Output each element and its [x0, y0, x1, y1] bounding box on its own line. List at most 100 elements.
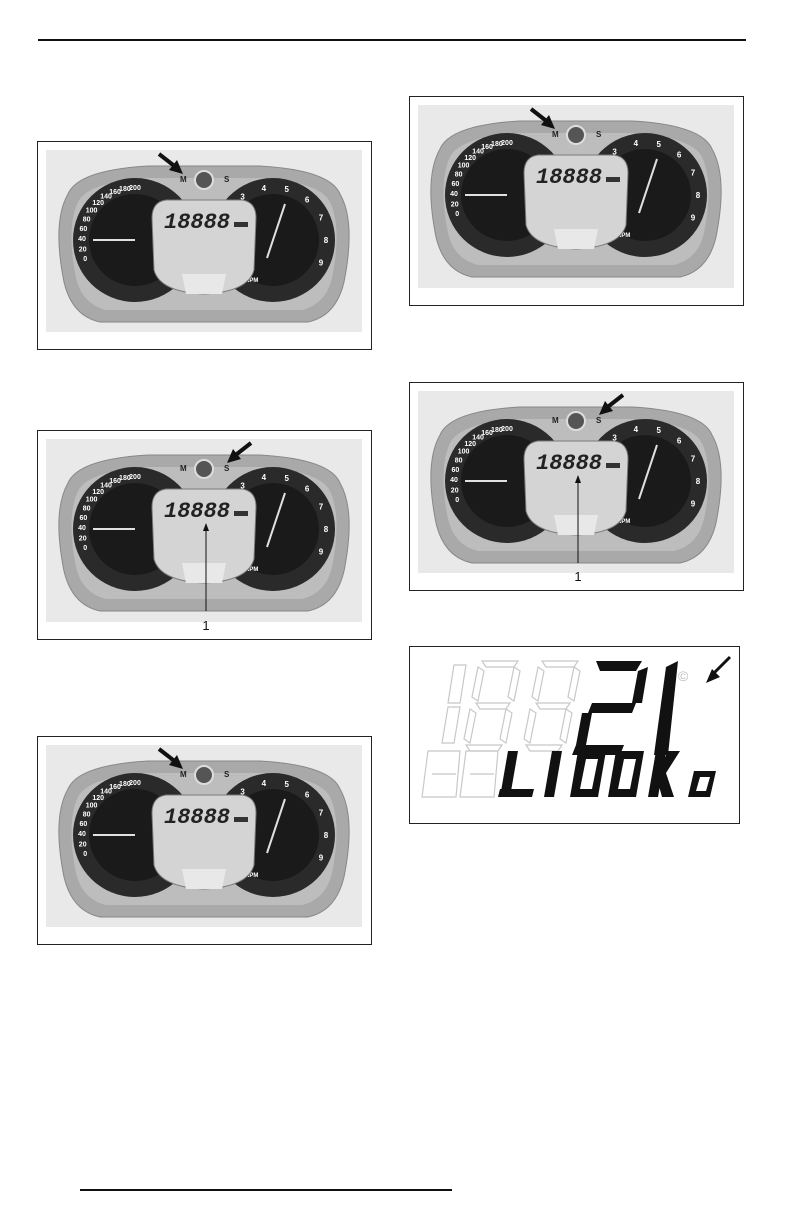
speed-tick-label: 0 — [83, 256, 87, 263]
set-button-label: S — [224, 175, 230, 184]
lcd-digits: 18888 — [164, 805, 230, 830]
arrow-indicator — [529, 107, 555, 129]
speed-tick-label: 160 — [109, 784, 121, 791]
brand-logo-icon — [566, 125, 586, 145]
lcd-unit-block — [234, 511, 248, 516]
rpm-needle — [266, 492, 286, 548]
rpm-tick-label: 8 — [696, 191, 701, 200]
speed-tick-label: 140 — [100, 194, 112, 201]
rpm-needle — [638, 158, 658, 214]
arrow-head — [169, 160, 183, 174]
lcd-digits: 18888 — [536, 165, 602, 190]
lcd-digits: 18888 — [536, 451, 602, 476]
brand-logo-icon — [194, 459, 214, 479]
speed-tick-label: 0 — [455, 211, 459, 218]
rpm-tick-label: 4 — [262, 184, 267, 193]
arrow-indicator — [706, 655, 732, 683]
rpm-tick-label: 8 — [696, 477, 701, 486]
rpm-tick-label: 7 — [319, 503, 324, 512]
lcd-unit-block — [606, 463, 620, 468]
rpm-tick-label: 7 — [691, 455, 696, 464]
callout-arrowhead — [203, 523, 209, 531]
rpm-tick-label: 4 — [262, 473, 267, 482]
callout-number: 1 — [574, 569, 581, 584]
lcd-degree: © — [678, 668, 689, 684]
speed-tick-label: 180 — [119, 781, 131, 788]
speed-tick-label: 180 — [119, 186, 131, 193]
lcd-ghost-digits-bottom — [421, 750, 499, 798]
speed-tick-label: 60 — [80, 821, 88, 828]
rpm-tick-label: 4 — [262, 779, 267, 788]
speed-tick-label: 40 — [78, 236, 86, 243]
speed-tick-label: 20 — [79, 246, 87, 253]
speed-tick-label: 140 — [472, 149, 484, 156]
speed-tick-label: 200 — [129, 185, 141, 192]
arrow-head — [541, 115, 555, 129]
rpm-tick-label: 4 — [634, 139, 639, 148]
speed-tick-label: 20 — [79, 841, 87, 848]
lcd-lower-panel — [554, 515, 598, 535]
rpm-tick-label: 9 — [691, 213, 696, 222]
rpm-tick-label: 5 — [656, 426, 661, 435]
rpm-tick-label: 8 — [324, 525, 329, 534]
rpm-tick-label: 3 — [240, 482, 245, 491]
speed-tick-label: 120 — [464, 441, 476, 448]
speed-tick-label: 80 — [83, 811, 91, 818]
figure-cluster-mode-1: 0204060801001201401601802000123456789RPM… — [37, 141, 372, 350]
lcd-lower-panel — [182, 274, 226, 294]
mode-button-label: M — [552, 130, 559, 139]
rpm-tick-label: 3 — [240, 788, 245, 797]
gauge-cluster: 0204060801001201401601802000123456789RPM… — [410, 97, 742, 304]
rpm-needle — [638, 444, 658, 500]
speed-tick-label: 40 — [78, 831, 86, 838]
speed-tick-label: 100 — [458, 163, 470, 170]
callout-number: 1 — [202, 618, 209, 633]
speed-tick-label: 80 — [455, 457, 463, 464]
arrow-indicator — [157, 152, 183, 174]
rpm-tick-label: 6 — [305, 484, 310, 493]
speed-tick-label: 100 — [86, 497, 98, 504]
rpm-tick-label: 3 — [612, 148, 617, 157]
rpm-unit-label: RPM — [245, 278, 258, 284]
lcd-unit-block — [234, 817, 248, 822]
speed-tick-label: 180 — [491, 141, 503, 148]
speed-tick-label: 60 — [80, 515, 88, 522]
rpm-tick-label: 4 — [634, 425, 639, 434]
figure-cluster-set-2: 0204060801001201401601802000123456789RPM… — [409, 382, 744, 591]
set-button-label: S — [596, 416, 602, 425]
speed-tick-label: 20 — [451, 201, 459, 208]
rpm-tick-label: 8 — [324, 831, 329, 840]
speed-tick-label: 160 — [481, 430, 493, 437]
lcd-digits: 18888 — [164, 210, 230, 235]
lcd-closeup: © — [410, 647, 738, 822]
rpm-needle — [266, 798, 286, 854]
bottom-rule — [80, 1189, 452, 1191]
rpm-tick-label: 6 — [677, 150, 682, 159]
mode-button-label: M — [180, 770, 187, 779]
arrow-indicator — [599, 393, 625, 415]
callout-arrowhead — [575, 475, 581, 483]
mode-button-label: M — [552, 416, 559, 425]
speed-tick-label: 100 — [458, 449, 470, 456]
rpm-tick-label: 3 — [612, 434, 617, 443]
speed-tick-label: 40 — [450, 477, 458, 484]
speed-tick-label: 20 — [79, 535, 87, 542]
lcd-big-digits — [572, 661, 678, 755]
speed-tick-label: 40 — [450, 191, 458, 198]
set-button-label: S — [224, 464, 230, 473]
speed-tick-label: 180 — [119, 475, 131, 482]
lcd-unit-block — [606, 177, 620, 182]
rpm-tick-label: 9 — [319, 258, 324, 267]
speed-tick-label: 20 — [451, 487, 459, 494]
speed-tick-label: 200 — [129, 474, 141, 481]
speed-tick-label: 60 — [80, 226, 88, 233]
speed-tick-label: 0 — [455, 497, 459, 504]
rpm-needle — [266, 203, 286, 259]
arrow-head — [169, 755, 183, 769]
lcd-digits: 18888 — [164, 499, 230, 524]
rpm-tick-label: 6 — [677, 436, 682, 445]
speed-tick-label: 80 — [83, 216, 91, 223]
figure-lcd-closeup: © — [409, 646, 740, 824]
figure-cluster-set-1: 0204060801001201401601802000123456789RPM… — [37, 430, 372, 640]
gauge-cluster: 0204060801001201401601802000123456789RPM… — [38, 142, 370, 348]
